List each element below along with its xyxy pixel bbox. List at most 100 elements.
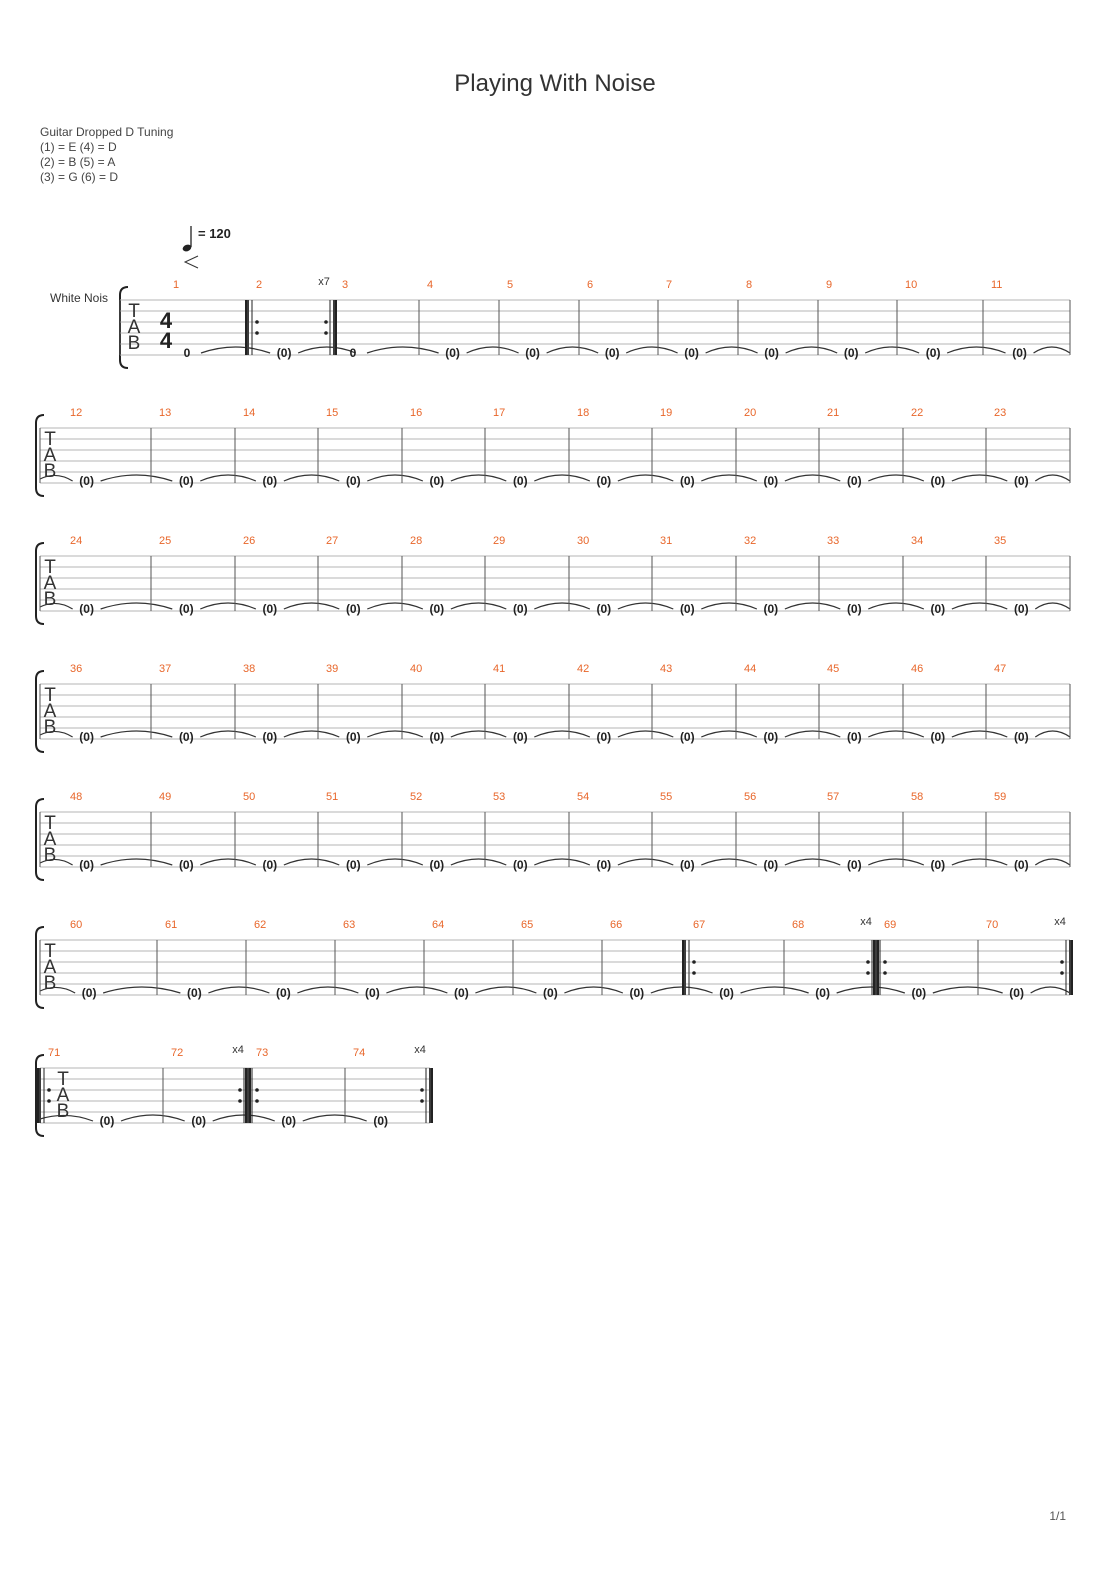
measure-number: 69 xyxy=(884,919,896,931)
measure-number: 62 xyxy=(254,919,266,931)
tie-arc xyxy=(466,346,519,354)
tab-clef-letter: A xyxy=(44,573,57,594)
fret-number: (0) xyxy=(1014,730,1029,744)
fret-number: (0) xyxy=(263,474,278,488)
measure-number: 25 xyxy=(159,535,171,547)
system-bracket xyxy=(35,926,45,1009)
tie-arc xyxy=(784,602,841,610)
measure-number: 55 xyxy=(660,791,672,803)
tuning-info: Guitar Dropped D Tuning (1) = E (4) = D … xyxy=(40,125,173,185)
song-title: Playing With Noise xyxy=(454,70,656,97)
fret-number: (0) xyxy=(630,986,645,1000)
tie-arc xyxy=(701,858,758,866)
measure-number: 4 xyxy=(427,279,433,291)
fret-number: (0) xyxy=(680,858,695,872)
repeat-dot xyxy=(866,971,870,975)
fret-number: (0) xyxy=(277,346,292,360)
tuning-line: (3) = G (6) = D xyxy=(40,170,119,184)
tie-arc xyxy=(951,474,1008,482)
measure-number: 10 xyxy=(905,279,917,291)
tie-arc xyxy=(367,474,424,482)
fret-number: (0) xyxy=(179,602,194,616)
tie-arc xyxy=(386,986,448,994)
fret-number: (0) xyxy=(764,730,779,744)
tie-arc xyxy=(868,858,925,866)
tab-clef-letter: A xyxy=(44,445,57,466)
measure-number: 47 xyxy=(994,663,1006,675)
measure-number: 35 xyxy=(994,535,1006,547)
measure-number: 37 xyxy=(159,663,171,675)
fret-number: (0) xyxy=(79,602,94,616)
measure-number: 64 xyxy=(432,919,444,931)
repeat-dot xyxy=(866,960,870,964)
fret-number: (0) xyxy=(931,602,946,616)
tab-clef-letter: B xyxy=(44,589,57,610)
fret-number: (0) xyxy=(513,730,528,744)
tab-clef-letter: B xyxy=(44,461,57,482)
measure-number: 14 xyxy=(243,407,255,419)
measure-number: 29 xyxy=(493,535,505,547)
measure-number: 52 xyxy=(410,791,422,803)
repeat-dot xyxy=(255,1088,259,1092)
repeat-dot xyxy=(238,1088,242,1092)
measure-number: 53 xyxy=(493,791,505,803)
repeat-count: x4 xyxy=(860,916,872,928)
fret-number: (0) xyxy=(847,474,862,488)
measure-number: 32 xyxy=(744,535,756,547)
tab-clef-letter: A xyxy=(44,701,57,722)
tie-arc xyxy=(366,346,439,354)
repeat-start-thick-bar xyxy=(682,940,686,995)
measure-number: 11 xyxy=(991,279,1002,291)
tie-arc xyxy=(200,730,257,738)
fret-number: (0) xyxy=(430,730,445,744)
measure-number: 46 xyxy=(911,663,923,675)
measure-number: 58 xyxy=(911,791,923,803)
measure-number: 30 xyxy=(577,535,589,547)
fret-number: (0) xyxy=(684,346,699,360)
measure-number: 21 xyxy=(827,407,839,419)
repeat-start-thick-bar xyxy=(37,1068,41,1123)
measure-number: 24 xyxy=(70,535,82,547)
tie-arc xyxy=(868,730,925,738)
fret-number: (0) xyxy=(847,730,862,744)
repeat-start-thick-bar xyxy=(245,300,249,355)
tab-clef-letter: A xyxy=(44,829,57,850)
fret-number: (0) xyxy=(513,858,528,872)
fret-number: (0) xyxy=(365,986,380,1000)
fret-number: (0) xyxy=(597,858,612,872)
measure-number: 56 xyxy=(744,791,756,803)
fret-number: (0) xyxy=(597,602,612,616)
tie-arc xyxy=(367,602,424,610)
repeat-dot xyxy=(883,960,887,964)
fret-number: (0) xyxy=(79,730,94,744)
measure-number: 50 xyxy=(243,791,255,803)
repeat-dot xyxy=(1060,971,1064,975)
measure-number: 42 xyxy=(577,663,589,675)
time-signature-bottom: 4 xyxy=(160,328,173,353)
measure-number: 38 xyxy=(243,663,255,675)
measure-number: 26 xyxy=(243,535,255,547)
fret-number: (0) xyxy=(847,858,862,872)
measure-number: 48 xyxy=(70,791,82,803)
measure-number: 70 xyxy=(986,919,998,931)
fret-number: (0) xyxy=(79,858,94,872)
fret-number: (0) xyxy=(764,346,779,360)
measure-number: 40 xyxy=(410,663,422,675)
fret-number: (0) xyxy=(931,730,946,744)
staff-system: TAB60(0)61(0)62(0)63(0)64(0)65(0)66(0)67… xyxy=(35,916,1073,1009)
tie-arc xyxy=(100,858,173,866)
fret-number: (0) xyxy=(525,346,540,360)
tie-arc xyxy=(450,858,507,866)
fret-number: (0) xyxy=(847,602,862,616)
measure-number: 66 xyxy=(610,919,622,931)
tie-arc xyxy=(450,602,507,610)
tie-arc xyxy=(450,730,507,738)
measure-number: 67 xyxy=(693,919,705,931)
measure-number: 57 xyxy=(827,791,839,803)
quarter-note-icon xyxy=(182,244,192,252)
tie-arc xyxy=(534,474,591,482)
fret-number: (0) xyxy=(430,858,445,872)
tie-arc xyxy=(617,858,674,866)
fret-number: (0) xyxy=(764,474,779,488)
